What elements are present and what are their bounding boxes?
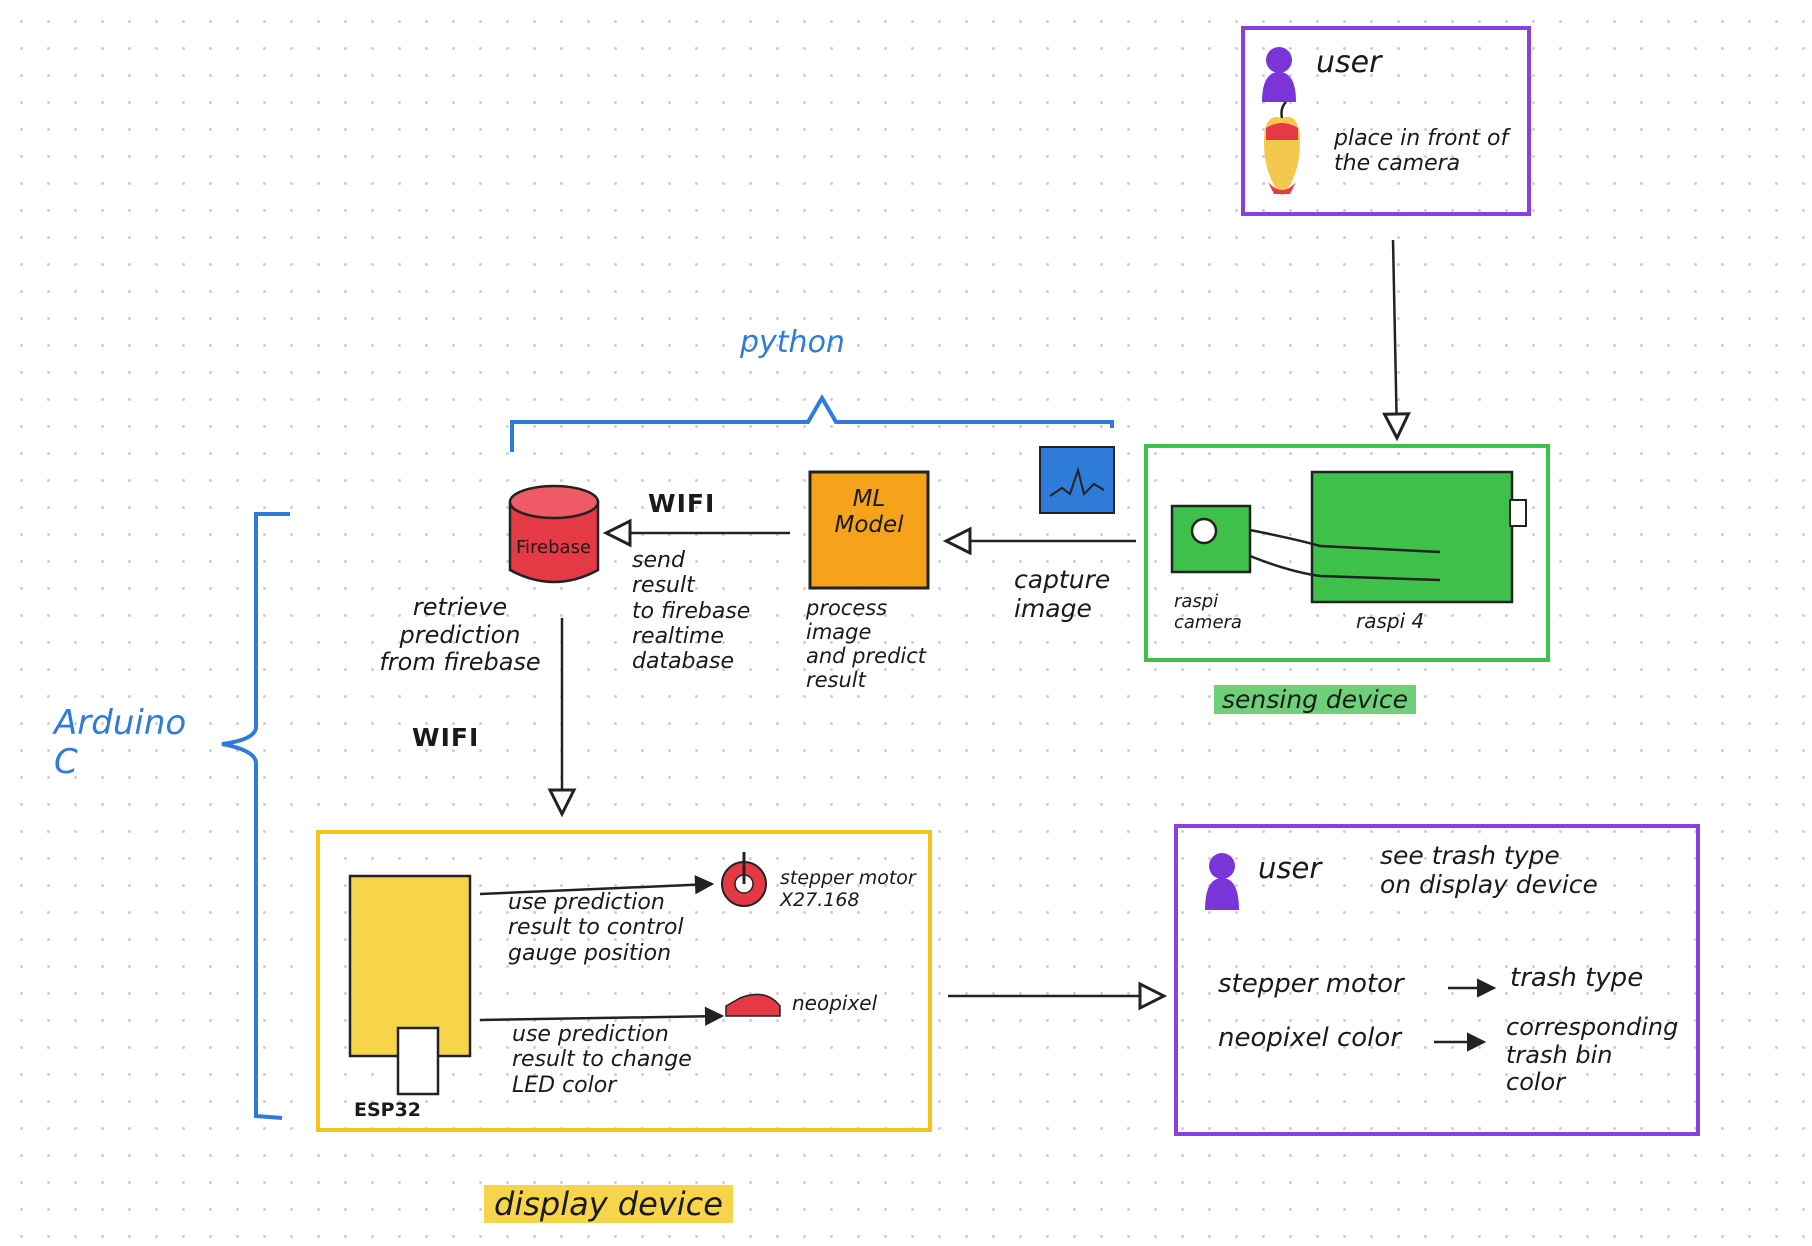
trash-type-text: trash type bbox=[1510, 963, 1644, 993]
raspi-camera-icon bbox=[1170, 504, 1252, 574]
corresponding-color-text: corresponding trash bin color bbox=[1506, 1013, 1679, 1097]
send-result-text: send result to firebase realtime databas… bbox=[632, 548, 751, 675]
person-icon-bottom bbox=[1205, 853, 1239, 910]
process-image-text: process image and predict result bbox=[806, 596, 927, 693]
display-device-title: display device bbox=[484, 1185, 733, 1223]
firebase-label: Firebase bbox=[516, 537, 592, 558]
person-icon-top bbox=[1262, 47, 1296, 102]
capture-image-text: capture image bbox=[1014, 565, 1111, 623]
esp32-board-icon bbox=[348, 874, 472, 1096]
ml-model-label: ML Model bbox=[834, 486, 904, 539]
display-device-box bbox=[316, 830, 932, 1132]
sensing-device-title-text: sensing device bbox=[1214, 685, 1416, 714]
stepper-motor-label: stepper motor X27.168 bbox=[780, 867, 916, 911]
apple-core-icon bbox=[1264, 101, 1300, 196]
python-bracket bbox=[510, 394, 1114, 452]
esp32-label: ESP32 bbox=[354, 1099, 422, 1121]
sensing-device-box bbox=[1144, 444, 1550, 662]
raspi-camera-label: raspi camera bbox=[1174, 591, 1242, 633]
arrow-esp-to-stepper bbox=[479, 884, 712, 896]
raspi-4-label: raspi 4 bbox=[1356, 609, 1425, 633]
stepper-motor-icon bbox=[721, 852, 767, 907]
wifi-label-left: WIFI bbox=[412, 723, 480, 752]
neopixel-label: neopixel bbox=[792, 991, 878, 1015]
see-trash-type-text: see trash type on display device bbox=[1380, 841, 1598, 899]
sensing-device-title: sensing device bbox=[1214, 685, 1416, 715]
raspi-4-board-icon bbox=[1249, 470, 1527, 604]
ml-model-box bbox=[808, 470, 930, 590]
top-user-label: user bbox=[1316, 45, 1382, 80]
arrow-esp-to-neopixel bbox=[479, 1016, 722, 1020]
arduino-brace bbox=[221, 512, 290, 1120]
stepper-motor-text: stepper motor bbox=[1218, 969, 1404, 999]
neopixel-color-text: neopixel color bbox=[1218, 1023, 1402, 1053]
place-instruction-text: place in front of the camera bbox=[1334, 126, 1509, 177]
arrow-user-to-sensing bbox=[1393, 239, 1397, 438]
bottom-user-label: user bbox=[1258, 851, 1322, 885]
gauge-position-text: use prediction result to control gauge p… bbox=[508, 890, 684, 966]
captured-image-icon bbox=[1039, 446, 1115, 514]
led-color-text: use prediction result to change LED colo… bbox=[512, 1022, 692, 1098]
firebase-database-icon bbox=[508, 484, 600, 584]
retrieve-prediction-text: retrieve prediction from firebase bbox=[379, 593, 541, 677]
python-label: python bbox=[740, 325, 845, 360]
display-device-title-text: display device bbox=[484, 1185, 733, 1223]
wifi-label-top: WIFI bbox=[648, 489, 716, 518]
neopixel-icon bbox=[725, 993, 781, 1017]
top-user-box bbox=[1241, 26, 1531, 216]
arduino-c-label: Arduino C bbox=[54, 703, 187, 783]
bottom-user-box bbox=[1174, 824, 1700, 1136]
